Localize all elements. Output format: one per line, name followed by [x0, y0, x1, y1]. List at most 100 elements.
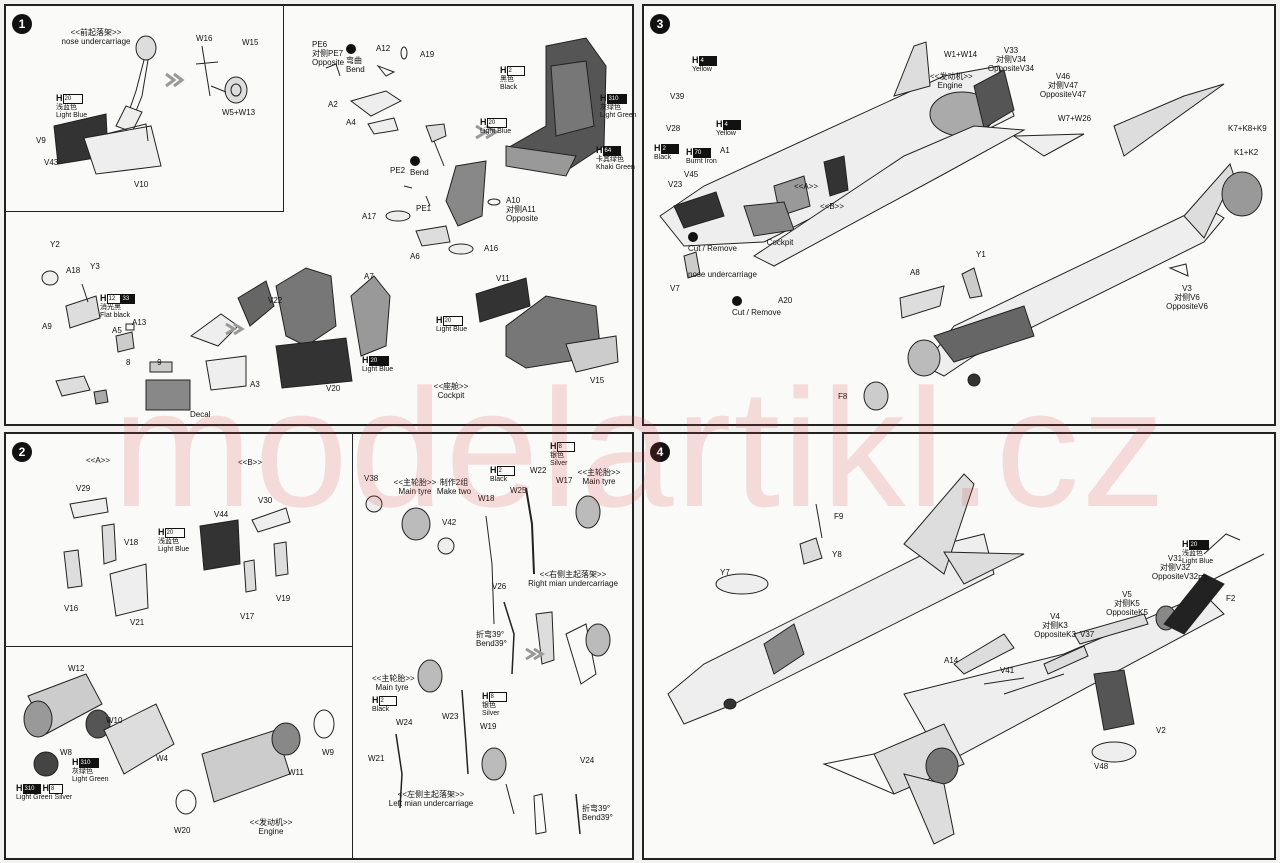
part-v2: V2 [1156, 726, 1166, 735]
step-1-number: 1 [12, 14, 32, 34]
vertical-divider [352, 434, 353, 858]
part-a1: A1 [720, 146, 730, 155]
part-v9: V9 [36, 136, 46, 145]
part-k1: K1+K2 [1234, 148, 1259, 157]
part-w5w13: W5+W13 [222, 108, 256, 117]
part-w9: W9 [322, 748, 334, 757]
part-a20: A20 [778, 296, 793, 305]
part-w4: W4 [156, 754, 168, 763]
step-3-drawings [659, 41, 1263, 411]
part-w23: W23 [442, 712, 459, 721]
part-v44: V44 [214, 510, 229, 519]
part-pe2: PE2 [390, 166, 406, 175]
part-f8: F8 [838, 392, 848, 401]
part-a17: A17 [362, 212, 377, 221]
main-tyre-note: <<主轮胎>>Main tyre [393, 478, 437, 496]
cut-icon [688, 232, 698, 242]
part-w25: W25 [510, 486, 527, 495]
part-v18: V18 [124, 538, 139, 547]
part-v15: V15 [590, 376, 605, 385]
part-v23: V23 [668, 180, 683, 189]
part-w1w14: W1+W14 [944, 50, 978, 59]
part-v39: V39 [670, 92, 685, 101]
part-v43: V43 [44, 158, 59, 167]
step-2-panel: 2 [4, 432, 634, 860]
left-undercarriage-title: <<左侧主起落架>>Left mian undercarriage [388, 790, 474, 808]
bend-icon [346, 44, 356, 54]
part-a13: A13 [132, 318, 147, 327]
label-b-3: <<B>> [820, 202, 845, 211]
part-v7: V7 [670, 284, 680, 293]
nose-undercarriage-subpanel [6, 6, 284, 212]
part-w12: W12 [68, 664, 85, 673]
label-a-3: <<A>> [794, 182, 819, 191]
part-a18: A18 [66, 266, 81, 275]
part-v11: V11 [496, 274, 510, 283]
cut-icon [732, 296, 742, 306]
label-b: <<B>> [238, 458, 263, 467]
part-v28: V28 [666, 124, 681, 133]
decal-numbers: 8 9 [126, 358, 162, 367]
step-3-number: 3 [650, 14, 670, 34]
part-v41: V41 [1000, 666, 1015, 675]
part-v45: V45 [684, 170, 699, 179]
engine-title: <<发动机>>Engine [249, 818, 293, 836]
part-f9: F9 [834, 512, 844, 521]
part-a19: A19 [420, 50, 435, 59]
nose-undercarriage-note-3: nose undercarriage [688, 270, 757, 279]
part-v24: V24 [580, 756, 595, 765]
part-v17: V17 [240, 612, 255, 621]
part-a6: A6 [410, 252, 420, 261]
engine-note: <<发动机>>Engine [930, 72, 973, 90]
bend39-note-2: 折弯39°Bend39° [582, 804, 613, 822]
part-y8: Y8 [832, 550, 842, 559]
part-a16: A16 [484, 244, 499, 253]
part-v42: V42 [442, 518, 457, 527]
cut-note-1: Cut / Remove [688, 232, 737, 253]
part-v29: V29 [76, 484, 91, 493]
part-y3: Y3 [90, 262, 100, 271]
main-tyre-note-2: <<主轮胎>>Main tyre [577, 468, 621, 486]
part-w18: W18 [478, 494, 495, 503]
cockpit-note-3: Cockpit [766, 238, 794, 247]
part-w22: W22 [530, 466, 547, 475]
step-4-drawings [667, 473, 1265, 845]
part-a8: A8 [910, 268, 920, 277]
part-v10: V10 [134, 180, 149, 189]
part-w10: W10 [106, 716, 123, 725]
part-w11: W11 [288, 768, 304, 777]
part-w7w26: W7+W26 [1058, 114, 1092, 123]
part-pe1: PE1 [416, 204, 432, 213]
cut-note-2: Cut / Remove [732, 296, 781, 317]
part-v38: V38 [364, 474, 379, 483]
part-a9: A9 [42, 322, 52, 331]
ab-subpanel-divider [6, 646, 352, 647]
part-a14: A14 [944, 656, 959, 665]
step-4-panel: 4 [642, 432, 1276, 860]
part-f2: F2 [1226, 594, 1236, 603]
part-w17: W17 [556, 476, 573, 485]
decal-note: Decal [190, 410, 211, 419]
bend39-note-1: 折弯39°Bend39° [476, 630, 507, 648]
part-v30: V30 [258, 496, 273, 505]
nose-undercarriage-title: <<前起落架>>nose undercarriage [61, 28, 131, 46]
